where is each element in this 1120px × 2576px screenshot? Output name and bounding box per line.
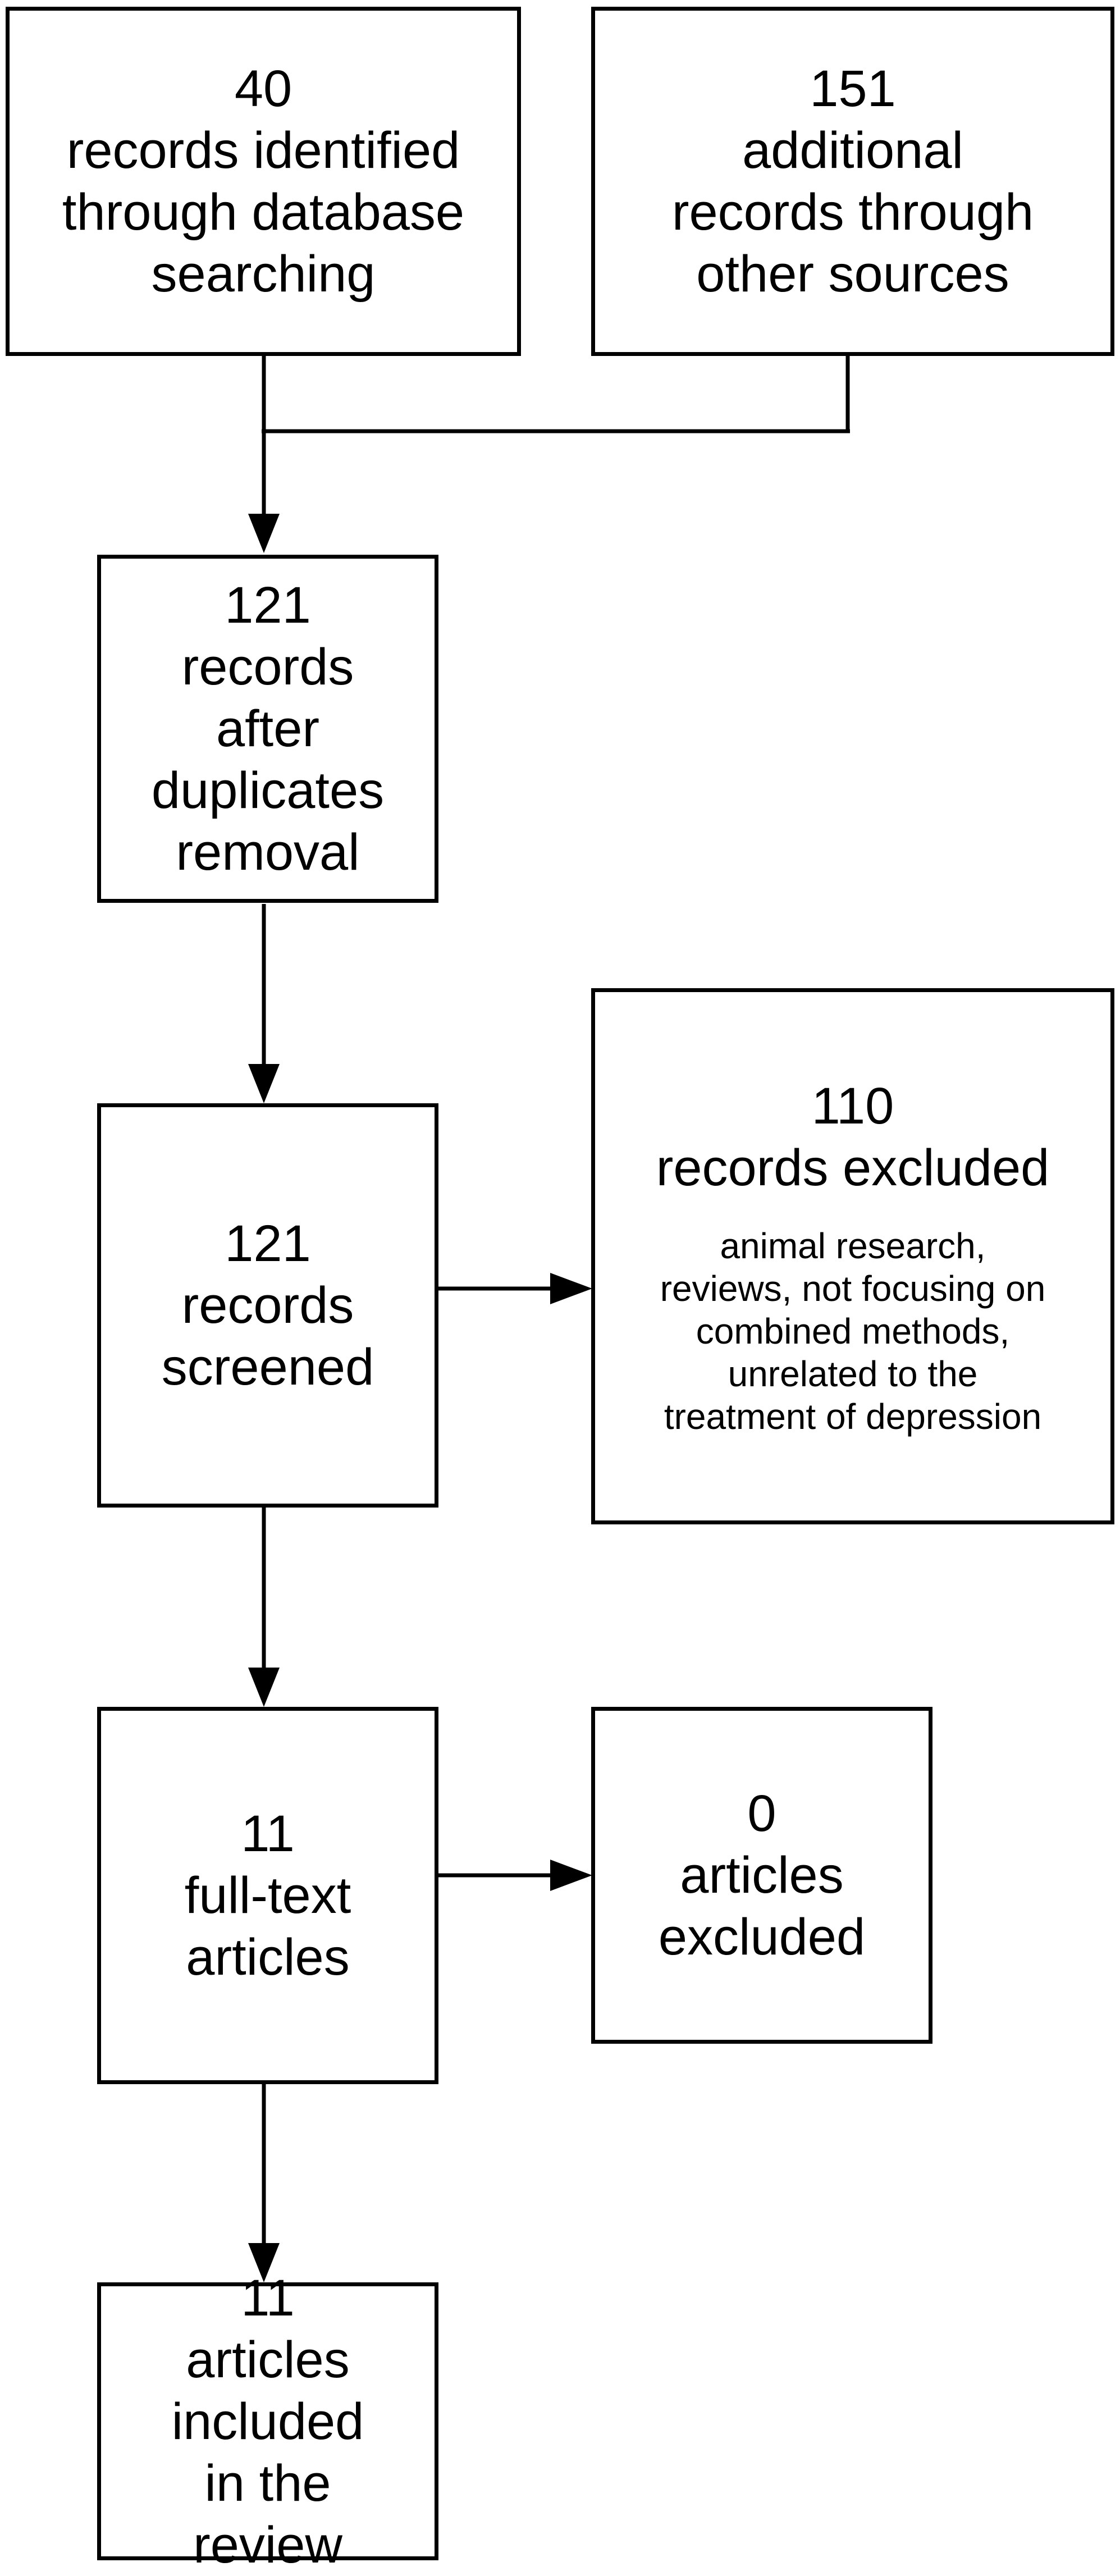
database-records-line-3: searching	[151, 245, 376, 303]
articles-included-line-3: in the	[204, 2454, 331, 2512]
records-excluded-label: records excluded	[656, 1139, 1050, 1196]
exclusion-reason-5: treatment of depression	[664, 1396, 1042, 1437]
database-records-line-2: through database	[62, 184, 465, 241]
exclusion-reason-2: reviews, not focusing on	[660, 1268, 1046, 1309]
other-sources-line-2: records through	[671, 184, 1034, 241]
articles-included-box: 11 articles included in the review	[97, 2269, 438, 2574]
full-text-articles-count: 11	[241, 1805, 295, 1862]
exclusion-reason-3: combined methods,	[696, 1310, 1010, 1351]
after-duplicates-line-1: records	[181, 638, 354, 696]
articles-excluded-line-2: excluded	[658, 1908, 866, 1966]
exclusion-reason-4: unrelated to the	[728, 1353, 978, 1394]
arrowhead-to-articles-excluded	[550, 1860, 592, 1891]
arrowhead-to-included	[248, 2243, 280, 2282]
articles-included-count: 11	[241, 2269, 295, 2327]
after-duplicates-line-2: after	[216, 700, 320, 757]
database-records-box: 40 records identified through database s…	[6, 7, 521, 356]
articles-excluded-box: 0 articles excluded	[591, 1707, 932, 2044]
full-text-articles-box: 11 full-text articles	[97, 1707, 438, 2084]
exclusion-reason-1: animal research,	[720, 1225, 986, 1266]
database-records-count: 40	[234, 60, 292, 117]
after-duplicates-line-4: removal	[176, 824, 360, 881]
full-text-articles-line-2: articles	[186, 1929, 350, 1986]
database-records-line-1: records identified	[66, 122, 460, 179]
records-screened-count: 121	[225, 1215, 311, 1272]
other-sources-count: 151	[810, 60, 896, 117]
arrowhead-to-dedup	[248, 514, 280, 553]
other-sources-line-3: other sources	[696, 245, 1009, 303]
other-sources-line-1: additional	[742, 122, 963, 179]
after-duplicates-box: 121 records after duplicates removal	[97, 555, 438, 903]
after-duplicates-line-3: duplicates	[151, 762, 385, 819]
articles-included-line-1: articles	[186, 2331, 350, 2388]
records-excluded-count: 110	[811, 1077, 894, 1135]
after-duplicates-count: 121	[225, 577, 311, 634]
records-screened-box: 121 records screened	[97, 1103, 438, 1508]
arrowhead-to-excluded	[550, 1273, 592, 1304]
articles-included-line-4: review	[193, 2516, 342, 2574]
articles-excluded-line-1: articles	[680, 1847, 844, 1904]
arrowhead-to-fulltext	[248, 1668, 280, 1707]
arrowhead-to-screened	[248, 1064, 280, 1103]
full-text-articles-line-1: full-text	[184, 1867, 351, 1924]
articles-included-line-2: included	[171, 2392, 364, 2450]
articles-excluded-count: 0	[747, 1785, 776, 1842]
records-screened-line-2: screened	[161, 1339, 374, 1396]
records-screened-line-1: records	[181, 1277, 354, 1334]
other-sources-box: 151 additional records through other sou…	[591, 7, 1114, 356]
records-excluded-box: 110 records excluded animal research, re…	[591, 988, 1114, 1524]
